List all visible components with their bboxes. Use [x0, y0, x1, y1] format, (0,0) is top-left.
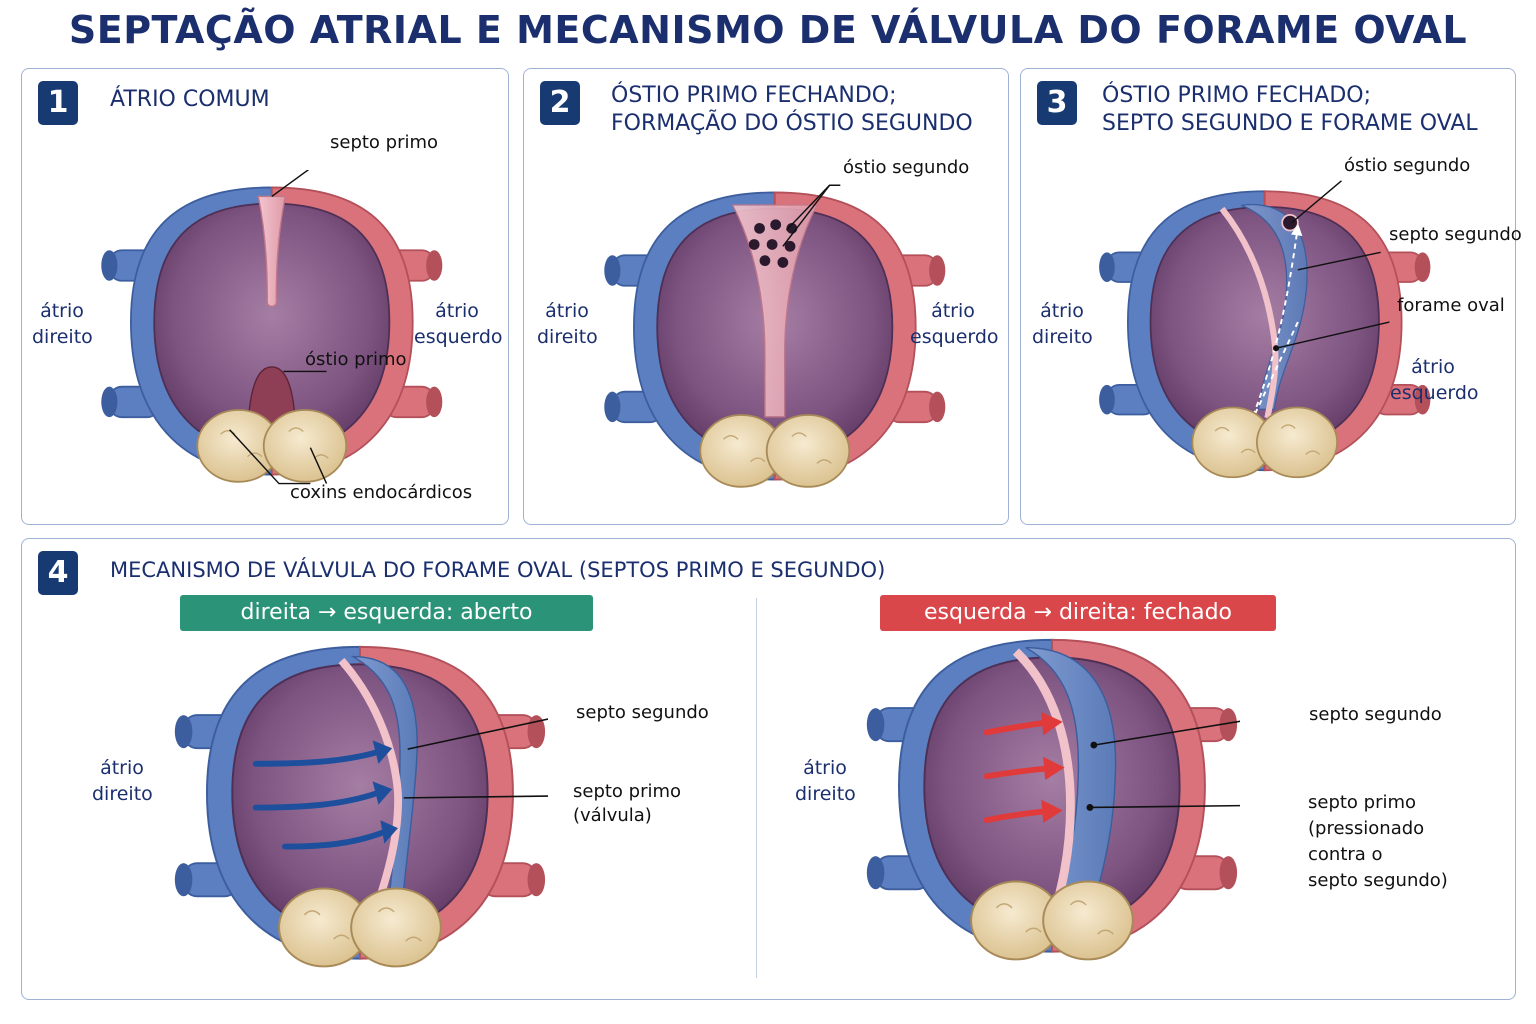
- label-coxins-endocardicos: coxins endocárdicos: [290, 482, 473, 503]
- page-title: SEPTAÇÃO ATRIAL E MECANISMO DE VÁLVULA D…: [68, 8, 1468, 52]
- label-septo-primo-pressionado: septo primo (pressionado contra o septo …: [1308, 792, 1448, 891]
- label-ostio-segundo-3: óstio segundo: [1344, 155, 1471, 176]
- label-atrio-esquerdo-1: átrio esquerdo: [414, 300, 503, 348]
- flow-arrows-right-to-left: [252, 749, 388, 850]
- label-septo-segundo-3: septo segundo: [1389, 224, 1522, 245]
- panel-1-title: ÁTRIO COMUM: [110, 87, 270, 112]
- panel-4-number: 4: [38, 551, 78, 595]
- flow-arrows-left-to-right: [983, 719, 1050, 824]
- label-ostio-segundo-2: óstio segundo: [843, 157, 970, 178]
- label-septo-segundo-closed: septo segundo: [1309, 704, 1442, 725]
- heart-diagram-4-open: [173, 645, 548, 968]
- label-atrio-direito-2: átrio direito: [537, 300, 598, 348]
- panel-4-divider: [756, 598, 757, 978]
- septo-primo-shape: [257, 195, 287, 308]
- panel-1-number: 1: [38, 81, 78, 125]
- panel-3-number: 3: [1037, 81, 1077, 125]
- panel-2-title: ÓSTIO PRIMO FECHANDO; FORMAÇÃO DO ÓSTIO …: [611, 83, 973, 136]
- label-septo-segundo-open: septo segundo: [576, 702, 709, 723]
- label-atrio-direito-1: átrio direito: [32, 300, 93, 348]
- panel-3-title: ÓSTIO PRIMO FECHADO; SEPTO SEGUNDO E FOR…: [1102, 83, 1478, 136]
- panel-2-number: 2: [540, 81, 580, 125]
- heart-diagram-3: [1098, 180, 1432, 479]
- heart-diagram-1: [100, 170, 444, 485]
- label-atrio-direito-4-closed: átrio direito: [795, 757, 856, 805]
- banner-fechado: esquerda → direita: fechado: [880, 595, 1276, 631]
- label-septo-primo-valvula: septo primo (válvula): [573, 781, 682, 826]
- heart-diagram-4-closed: [865, 638, 1240, 961]
- ostio-segundo-perforations: [748, 219, 798, 268]
- label-forame-oval: forame oval: [1397, 295, 1505, 316]
- banner-aberto: direita → esquerda: aberto: [180, 595, 593, 631]
- label-atrio-esquerdo-3: átrio esquerdo: [1390, 356, 1479, 404]
- label-atrio-direito-3: átrio direito: [1032, 300, 1093, 348]
- label-septo-primo: septo primo: [330, 132, 439, 153]
- heart-diagram-2: [603, 184, 947, 488]
- panel-4-title: MECANISMO DE VÁLVULA DO FORAME OVAL (SEP…: [110, 558, 886, 582]
- label-ostio-primo: óstio primo: [305, 349, 407, 370]
- label-atrio-direito-4-open: átrio direito: [92, 757, 153, 805]
- label-atrio-esquerdo-2: átrio esquerdo: [910, 300, 999, 348]
